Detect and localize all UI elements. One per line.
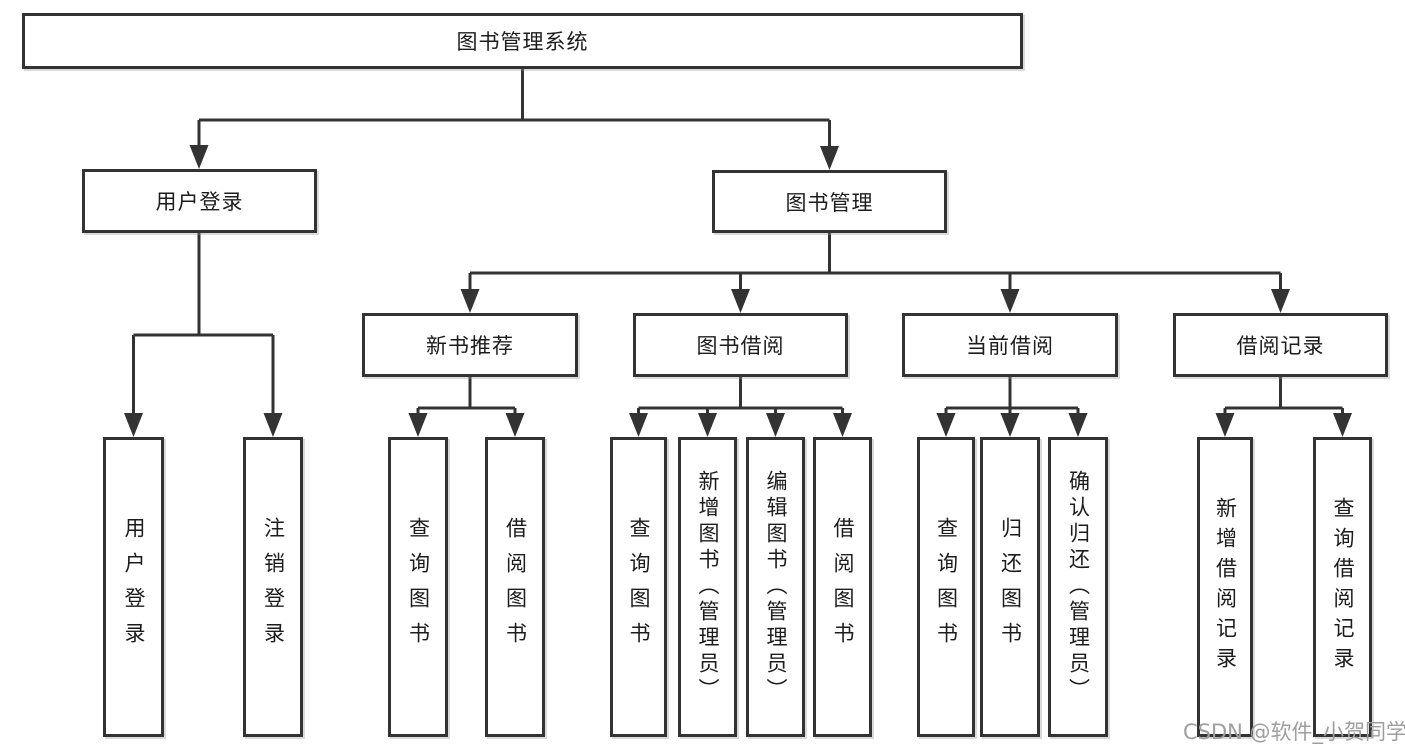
arrowheads [124, 145, 1352, 437]
leaf-borrow-books-borrowing-label: 借阅图书 [831, 517, 855, 657]
leaf-edit-book-admin-label: 编辑图书（管理员） [764, 470, 788, 704]
node-user-login: 用户登录 [82, 169, 317, 233]
leaf-query-books-borrowing-label: 查询图书 [627, 517, 651, 657]
leaf-borrow-books-borrowing: 借阅图书 [813, 437, 872, 737]
leaf-logout-label: 注销登录 [261, 517, 286, 657]
node-book-borrowing-label: 图书借阅 [696, 334, 785, 358]
node-root: 图书管理系统 [22, 13, 1023, 69]
node-user-login-label: 用户登录 [155, 190, 244, 214]
leaf-edit-book-admin: 编辑图书（管理员） [746, 437, 805, 737]
node-root-label: 图书管理系统 [456, 30, 589, 54]
connector-path [132, 69, 1344, 417]
node-book-borrowing: 图书借阅 [633, 313, 848, 377]
leaf-query-books-recommend-label: 查询图书 [406, 517, 431, 657]
node-new-book-recommend-label: 新书推荐 [426, 334, 514, 358]
leaf-add-borrow-record: 新增借阅记录 [1197, 437, 1253, 737]
leaf-borrow-books-recommend-label: 借阅图书 [503, 517, 528, 657]
leaf-borrow-books-recommend: 借阅图书 [485, 437, 545, 737]
node-borrowing-records-label: 借阅记录 [1236, 334, 1325, 358]
leaf-query-books-current-label: 查询图书 [934, 517, 959, 657]
leaf-confirm-return-admin-label: 确认归还（管理员） [1066, 470, 1091, 704]
leaf-query-books-recommend: 查询图书 [388, 437, 448, 737]
leaf-add-borrow-record-label: 新增借阅记录 [1213, 497, 1238, 677]
leaf-user-login: 用户登录 [103, 437, 164, 737]
node-book-management: 图书管理 [712, 170, 947, 233]
node-borrowing-records: 借阅记录 [1173, 313, 1388, 377]
leaf-add-book-admin-label: 新增图书（管理员） [696, 470, 720, 704]
node-new-book-recommend: 新书推荐 [362, 313, 578, 377]
leaf-query-books-current: 查询图书 [917, 437, 975, 737]
leaf-return-book-label: 归还图书 [998, 517, 1023, 657]
node-current-borrowing-label: 当前借阅 [966, 334, 1054, 358]
leaf-query-borrow-record-label: 查询借阅记录 [1331, 497, 1355, 677]
csdn-watermark: CSDN @软件_小贺同学 [1183, 720, 1405, 744]
leaf-query-books-borrowing: 查询图书 [610, 437, 667, 737]
node-book-management-label: 图书管理 [785, 190, 874, 215]
leaf-confirm-return-admin: 确认归还（管理员） [1048, 437, 1108, 737]
leaf-add-book-admin: 新增图书（管理员） [678, 437, 737, 737]
node-current-borrowing: 当前借阅 [902, 313, 1118, 377]
leaf-user-login-label: 用户登录 [122, 517, 146, 657]
leaf-logout: 注销登录 [243, 437, 303, 737]
leaf-return-book: 归还图书 [980, 437, 1040, 737]
leaf-query-borrow-record: 查询借阅记录 [1313, 437, 1372, 737]
